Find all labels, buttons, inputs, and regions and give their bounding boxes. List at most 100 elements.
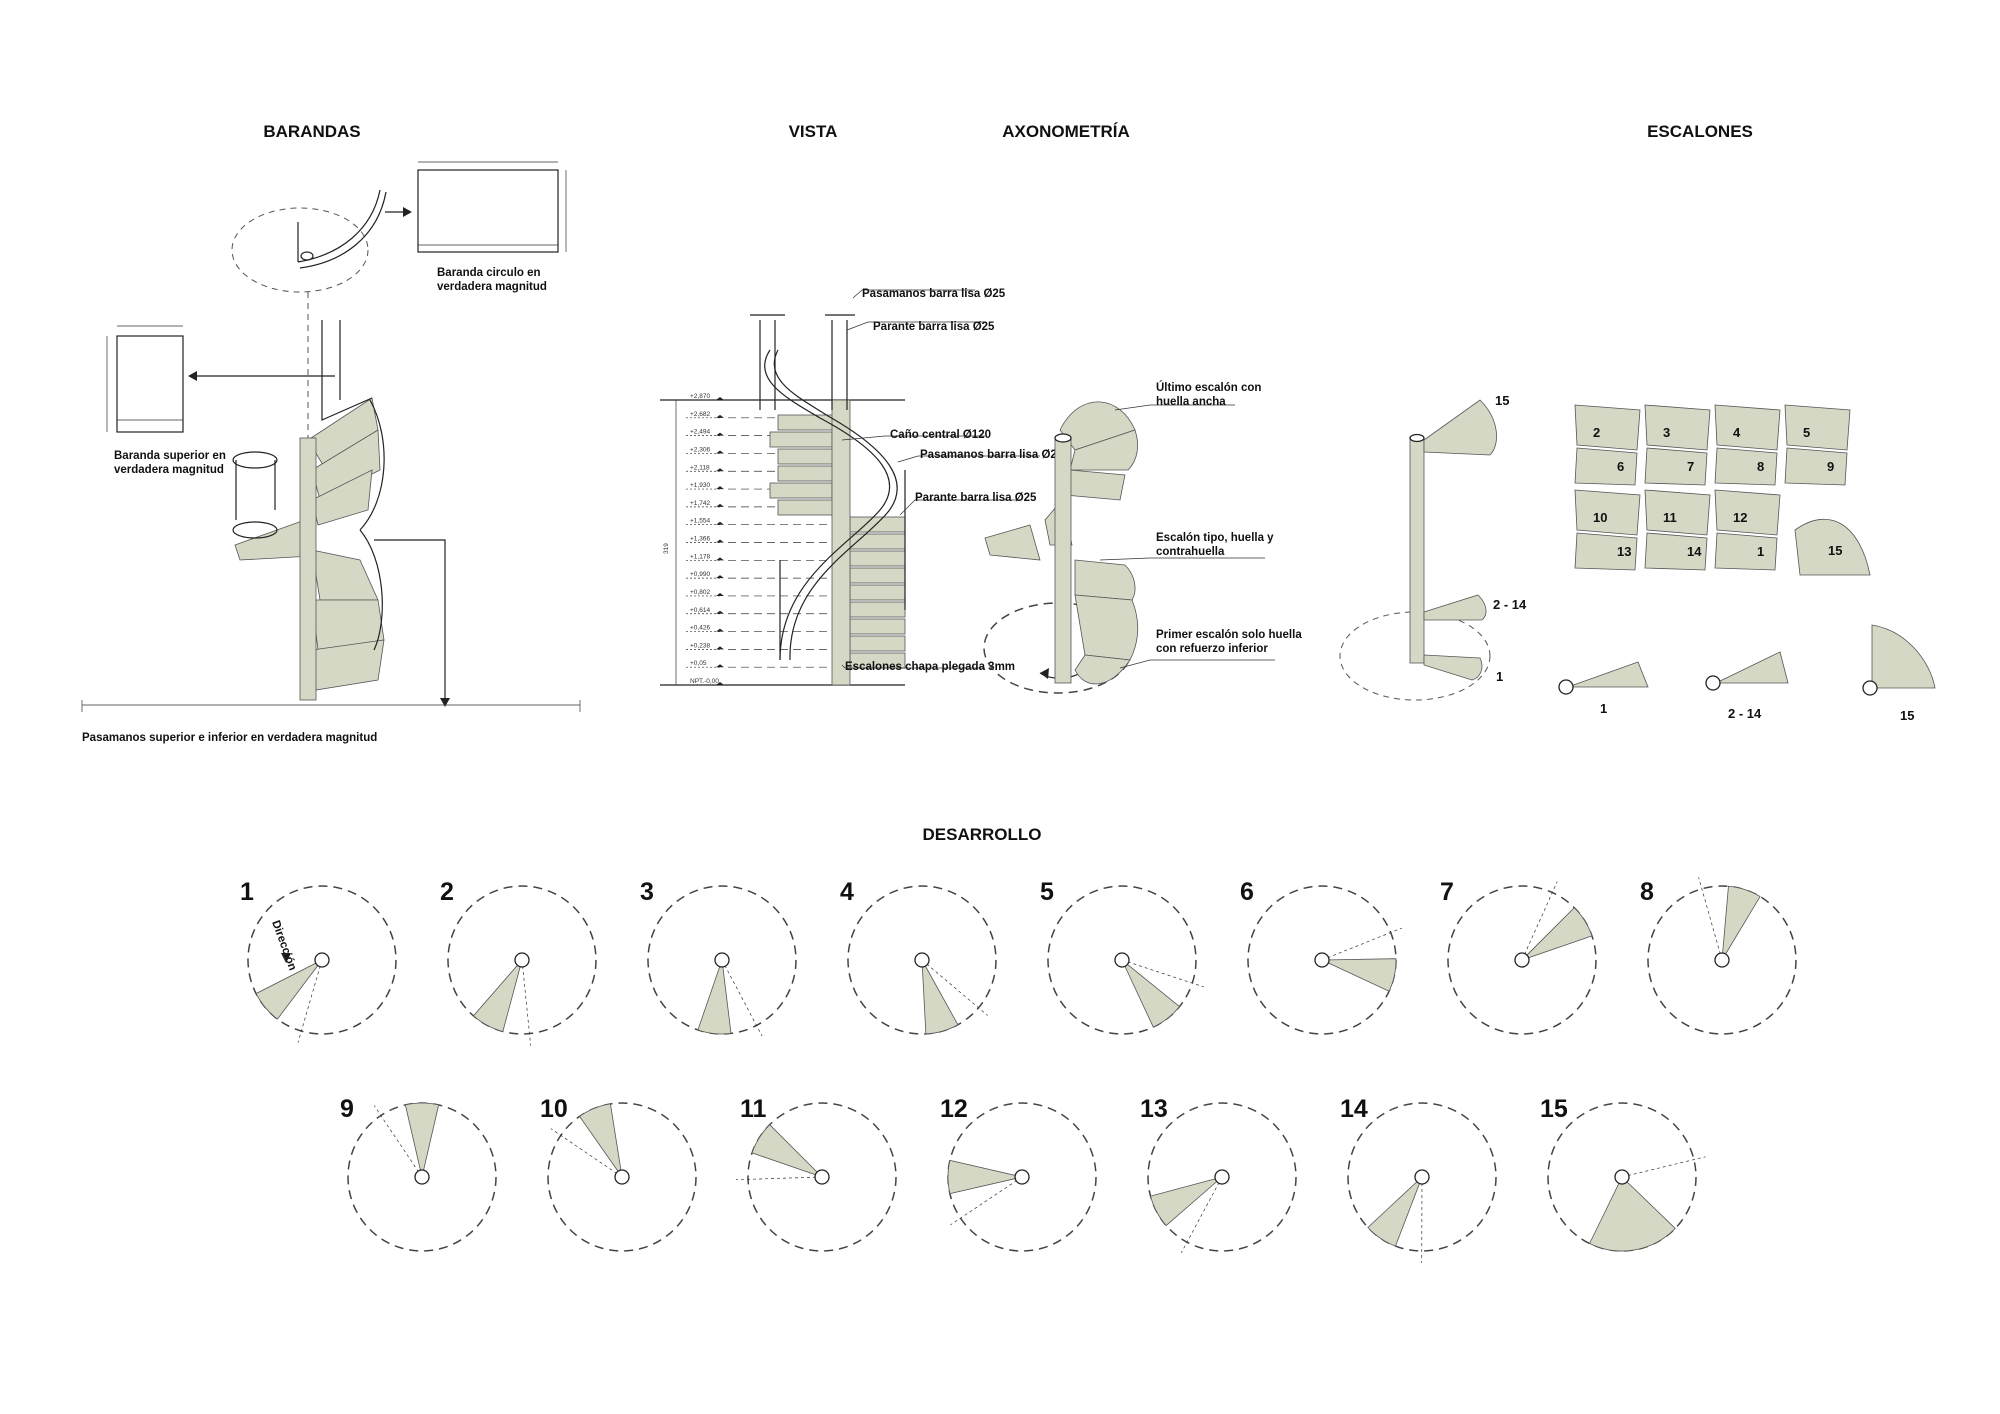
vista-central-column: [831, 399, 851, 686]
vista-step: [777, 499, 841, 516]
top-railing-label-2: verdadera magnitud: [114, 464, 224, 476]
step-sector: [1367, 1176, 1423, 1247]
stair-label-15: 15: [1495, 393, 1509, 408]
step-sector: [697, 959, 732, 1035]
escalones-plan-ellipse: [1339, 611, 1491, 701]
step-number: 5: [1040, 878, 1054, 906]
step-sector: [472, 959, 523, 1032]
level-label: +2,118: [690, 464, 710, 471]
circle-railing-label-2: verdadera magnitud: [437, 281, 547, 293]
vista-label-post-2: Parante barra lisa Ø25: [915, 492, 1037, 504]
step-sector: [1150, 1176, 1223, 1227]
swept-circle: [847, 885, 997, 1035]
development-step-15: 15: [1540, 1095, 1706, 1252]
column-circle: [614, 1169, 630, 1185]
swept-circle: [1147, 1102, 1297, 1252]
step-sector: [1321, 958, 1397, 992]
nested-step-lower: [1784, 447, 1848, 486]
step-sector: [404, 1102, 440, 1178]
step-sector: [1589, 1176, 1676, 1252]
level-label: +1,178: [690, 553, 710, 560]
step-sector: [1121, 959, 1181, 1028]
vista-label-steps: Escalones chapa plegada 3mm: [845, 661, 1015, 673]
axo-label-typical-2: contrahuella: [1156, 546, 1225, 558]
step-number: 11: [740, 1095, 767, 1123]
step-sector: [578, 1103, 623, 1178]
column-circle: [1714, 952, 1730, 968]
nested-step-15: [1794, 519, 1871, 576]
step-sector: [1521, 907, 1593, 961]
swept-circle: [647, 885, 797, 1035]
column-circle: [1014, 1169, 1030, 1185]
escalones-column: [1409, 437, 1425, 664]
stair-label-2-14: 2 - 14: [1493, 597, 1527, 612]
nested-step-lower: [1714, 532, 1778, 571]
step-number: 15: [1540, 1095, 1568, 1123]
column-circle: [1514, 952, 1530, 968]
column-circle: [714, 952, 730, 968]
development-step-5: 5: [1040, 878, 1204, 1035]
swept-circle: [1047, 885, 1197, 1035]
step-number: 10: [540, 1095, 568, 1123]
vista-step: [849, 533, 906, 550]
nested-step-lower: [1644, 447, 1708, 486]
step-piece-2-14: 2 - 14: [1705, 651, 1789, 721]
nested-step-upper: [1784, 404, 1851, 451]
nested-step-upper: [1644, 489, 1711, 536]
development-step-4: 4: [840, 878, 997, 1035]
swept-circle: [247, 885, 397, 1035]
step-number: 15: [1828, 543, 1842, 558]
nested-step-upper: [1644, 404, 1711, 451]
step-number: 14: [1340, 1095, 1368, 1123]
central-column: [299, 437, 317, 701]
total-height: 319: [663, 543, 670, 554]
nested-step-lower: [1714, 447, 1778, 486]
top-railing-label-1: Baranda superior en: [114, 450, 226, 462]
swept-circle: [1347, 1102, 1497, 1252]
step-number: 3: [640, 878, 654, 906]
swept-circle: [1647, 885, 1797, 1035]
axo-label-typical-1: Escalón tipo, huella y: [1156, 532, 1274, 544]
step-number: 12: [1733, 510, 1747, 525]
step-sector: [947, 1159, 1023, 1195]
step-sector: [751, 1124, 823, 1178]
column-circle: [1414, 1169, 1430, 1185]
swept-circle: [1447, 885, 1597, 1035]
development-step-9: 9: [340, 1095, 497, 1252]
development-step-2: 2: [440, 878, 597, 1046]
level-label: +0,614: [690, 607, 710, 614]
step-number: 2: [440, 878, 454, 906]
step-number: 7: [1440, 878, 1454, 906]
vista-step: [849, 550, 906, 567]
axo-central-column: [1054, 437, 1072, 684]
stair-label-1: 1: [1496, 669, 1503, 684]
development-step-10: 10: [540, 1095, 697, 1252]
level-label: +1,742: [690, 500, 710, 507]
title-barandas: BARANDAS: [263, 122, 360, 141]
column-circle: [1314, 952, 1330, 968]
nested-step-lower: [1644, 532, 1708, 571]
level-label: +2,306: [690, 446, 710, 453]
step-sector: [255, 959, 323, 1020]
step-number: 14: [1687, 544, 1702, 559]
swept-circle: [547, 1102, 697, 1252]
level-label: +2,682: [690, 411, 710, 418]
circle-railing-true-magnitude: [417, 169, 559, 253]
level-label: +0,238: [690, 642, 710, 649]
nested-step-upper: [1714, 489, 1781, 536]
swept-circle: [747, 1102, 897, 1252]
axo-label-last-2: huella ancha: [1156, 396, 1226, 408]
vista-section: 319 +2,870+2,682+2,494+2,306+2,118+1,930…: [660, 288, 1064, 686]
handrail-label: Pasamanos superior e inferior en verdade…: [82, 732, 377, 744]
column-circle: [514, 952, 530, 968]
axo-label-first-1: Primer escalón solo huella: [1156, 629, 1302, 641]
column-circle: [314, 952, 330, 968]
vista-label-post: Parante barra lisa Ø25: [873, 321, 995, 333]
step-piece-1: 1: [1558, 661, 1649, 716]
development-step-3: 3: [640, 878, 797, 1037]
level-label: +0,05: [690, 660, 707, 667]
svg-text:2 - 14: 2 - 14: [1728, 706, 1762, 721]
nested-step-upper: [1574, 489, 1641, 536]
